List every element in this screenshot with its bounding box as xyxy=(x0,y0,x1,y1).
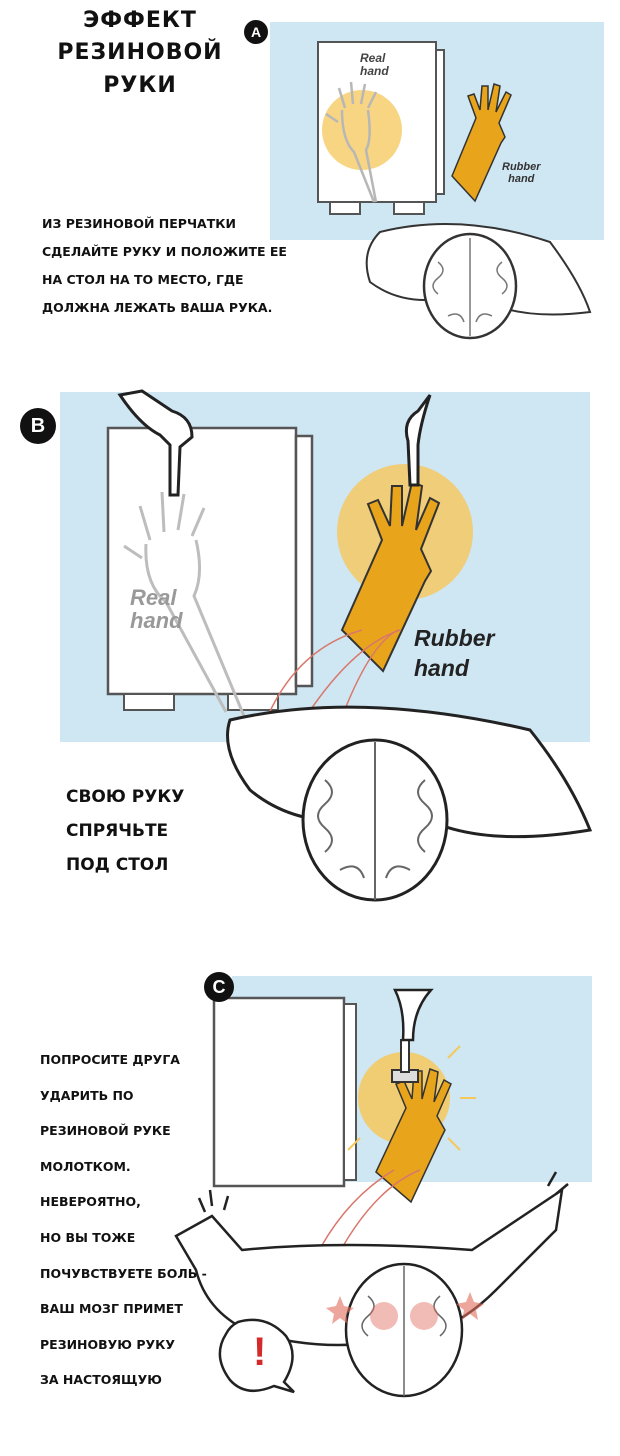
panel-a-instruction: Из резиновой перчатки сделайте руку и по… xyxy=(42,216,287,315)
box-icon xyxy=(212,996,357,1188)
person-c-icon xyxy=(174,1171,569,1398)
title-line-3: руки xyxy=(103,72,177,98)
panel-a-real-hand-label: Real hand xyxy=(360,51,389,78)
rubber-glove-icon xyxy=(451,83,512,203)
panel-a-rubber-hand-label: Rubber hand xyxy=(502,161,541,185)
panel-b-real-hand-label: Real hand xyxy=(130,585,183,634)
title-line-2: резиновой xyxy=(57,40,223,66)
person-b-icon xyxy=(226,705,593,902)
star-icon xyxy=(326,1296,354,1324)
hand-icon xyxy=(123,491,246,717)
page-title: Эффект резиновой руки xyxy=(35,8,245,99)
alert-bubble-icon xyxy=(218,1318,295,1394)
panel-a-badge: A xyxy=(244,20,268,44)
hand-icon xyxy=(325,81,378,203)
panel-b-instruction: Свою руку спрячьте под стол xyxy=(66,787,185,875)
panel-b-badge: B xyxy=(20,408,56,444)
pain-glow-left xyxy=(370,1302,398,1330)
person-a-icon xyxy=(365,223,592,340)
alert-symbol: ! xyxy=(253,1330,267,1374)
star-icon xyxy=(456,1292,484,1320)
title-line-1: Эффект xyxy=(83,8,197,33)
pointing-hand-right-icon xyxy=(404,394,432,487)
panel-b-rubber-hand-label: Rubber hand xyxy=(414,625,495,682)
hammer-icon xyxy=(391,988,434,1083)
box-icon xyxy=(106,426,314,711)
panel-c-instruction: Попросите друга ударить по резиновой рук… xyxy=(40,1052,207,1388)
pointing-hand-left-icon xyxy=(117,389,194,497)
panel-c-badge: C xyxy=(204,972,234,1002)
pain-glow-right xyxy=(410,1302,438,1330)
